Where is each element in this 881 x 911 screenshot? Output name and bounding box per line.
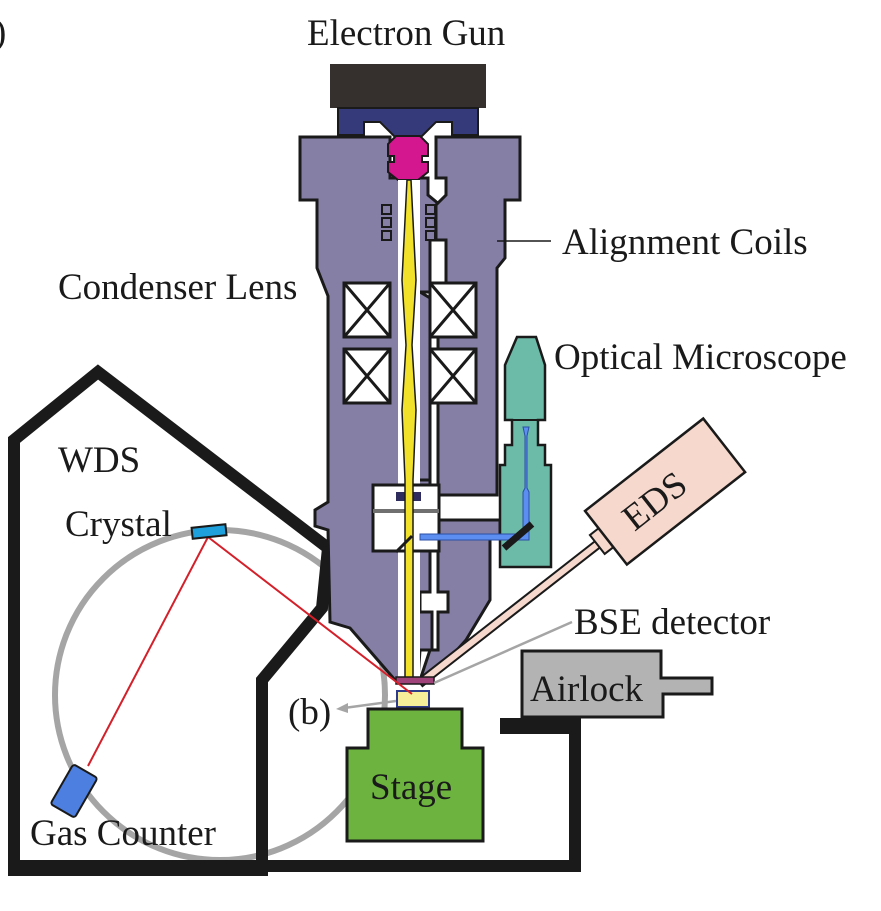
sample: [396, 690, 430, 708]
lens-coil: [428, 281, 478, 339]
inset-arrow: [343, 699, 397, 710]
inset-ref-label: (b): [288, 692, 331, 733]
crystal-icon: [190, 523, 228, 540]
panel-label: ): [0, 12, 6, 53]
wds-label: WDS: [58, 440, 140, 481]
bse-detector: [395, 676, 435, 685]
mirror-icon: [501, 521, 535, 551]
electron-gun-cap: [330, 64, 486, 108]
filament-icon: [387, 135, 429, 181]
eds-body: [583, 416, 747, 567]
column-mirror: [394, 534, 414, 554]
stage-label: Stage: [370, 767, 452, 808]
electron-gun-label: Electron Gun: [307, 13, 505, 54]
bse-detector-label: BSE detector: [574, 602, 770, 643]
stage: [345, 707, 485, 843]
alignment-coils-label: Alignment Coils: [562, 222, 808, 263]
optical-microscope-label: Optical Microscope: [554, 337, 847, 378]
gas-counter-label: Gas Counter: [30, 813, 216, 854]
airlock-wall: [500, 718, 581, 862]
bse-leader-line: [433, 620, 573, 685]
condenser-lens-coils: [342, 281, 478, 405]
light-path: [419, 426, 530, 541]
condenser-lens-label: Condenser Lens: [58, 267, 297, 308]
eds-detector: EDS: [416, 416, 747, 688]
alignment-coil-blocks: [381, 204, 436, 241]
gas-counter-icon: [50, 764, 98, 818]
airlock-label: Airlock: [530, 669, 644, 710]
inset-arrow-head: [336, 703, 348, 713]
lens-coil: [342, 347, 392, 405]
lens-coil: [428, 347, 478, 405]
crystal-label: Crystal: [65, 504, 172, 545]
lens-coil: [342, 281, 392, 339]
airlock: [520, 649, 714, 719]
